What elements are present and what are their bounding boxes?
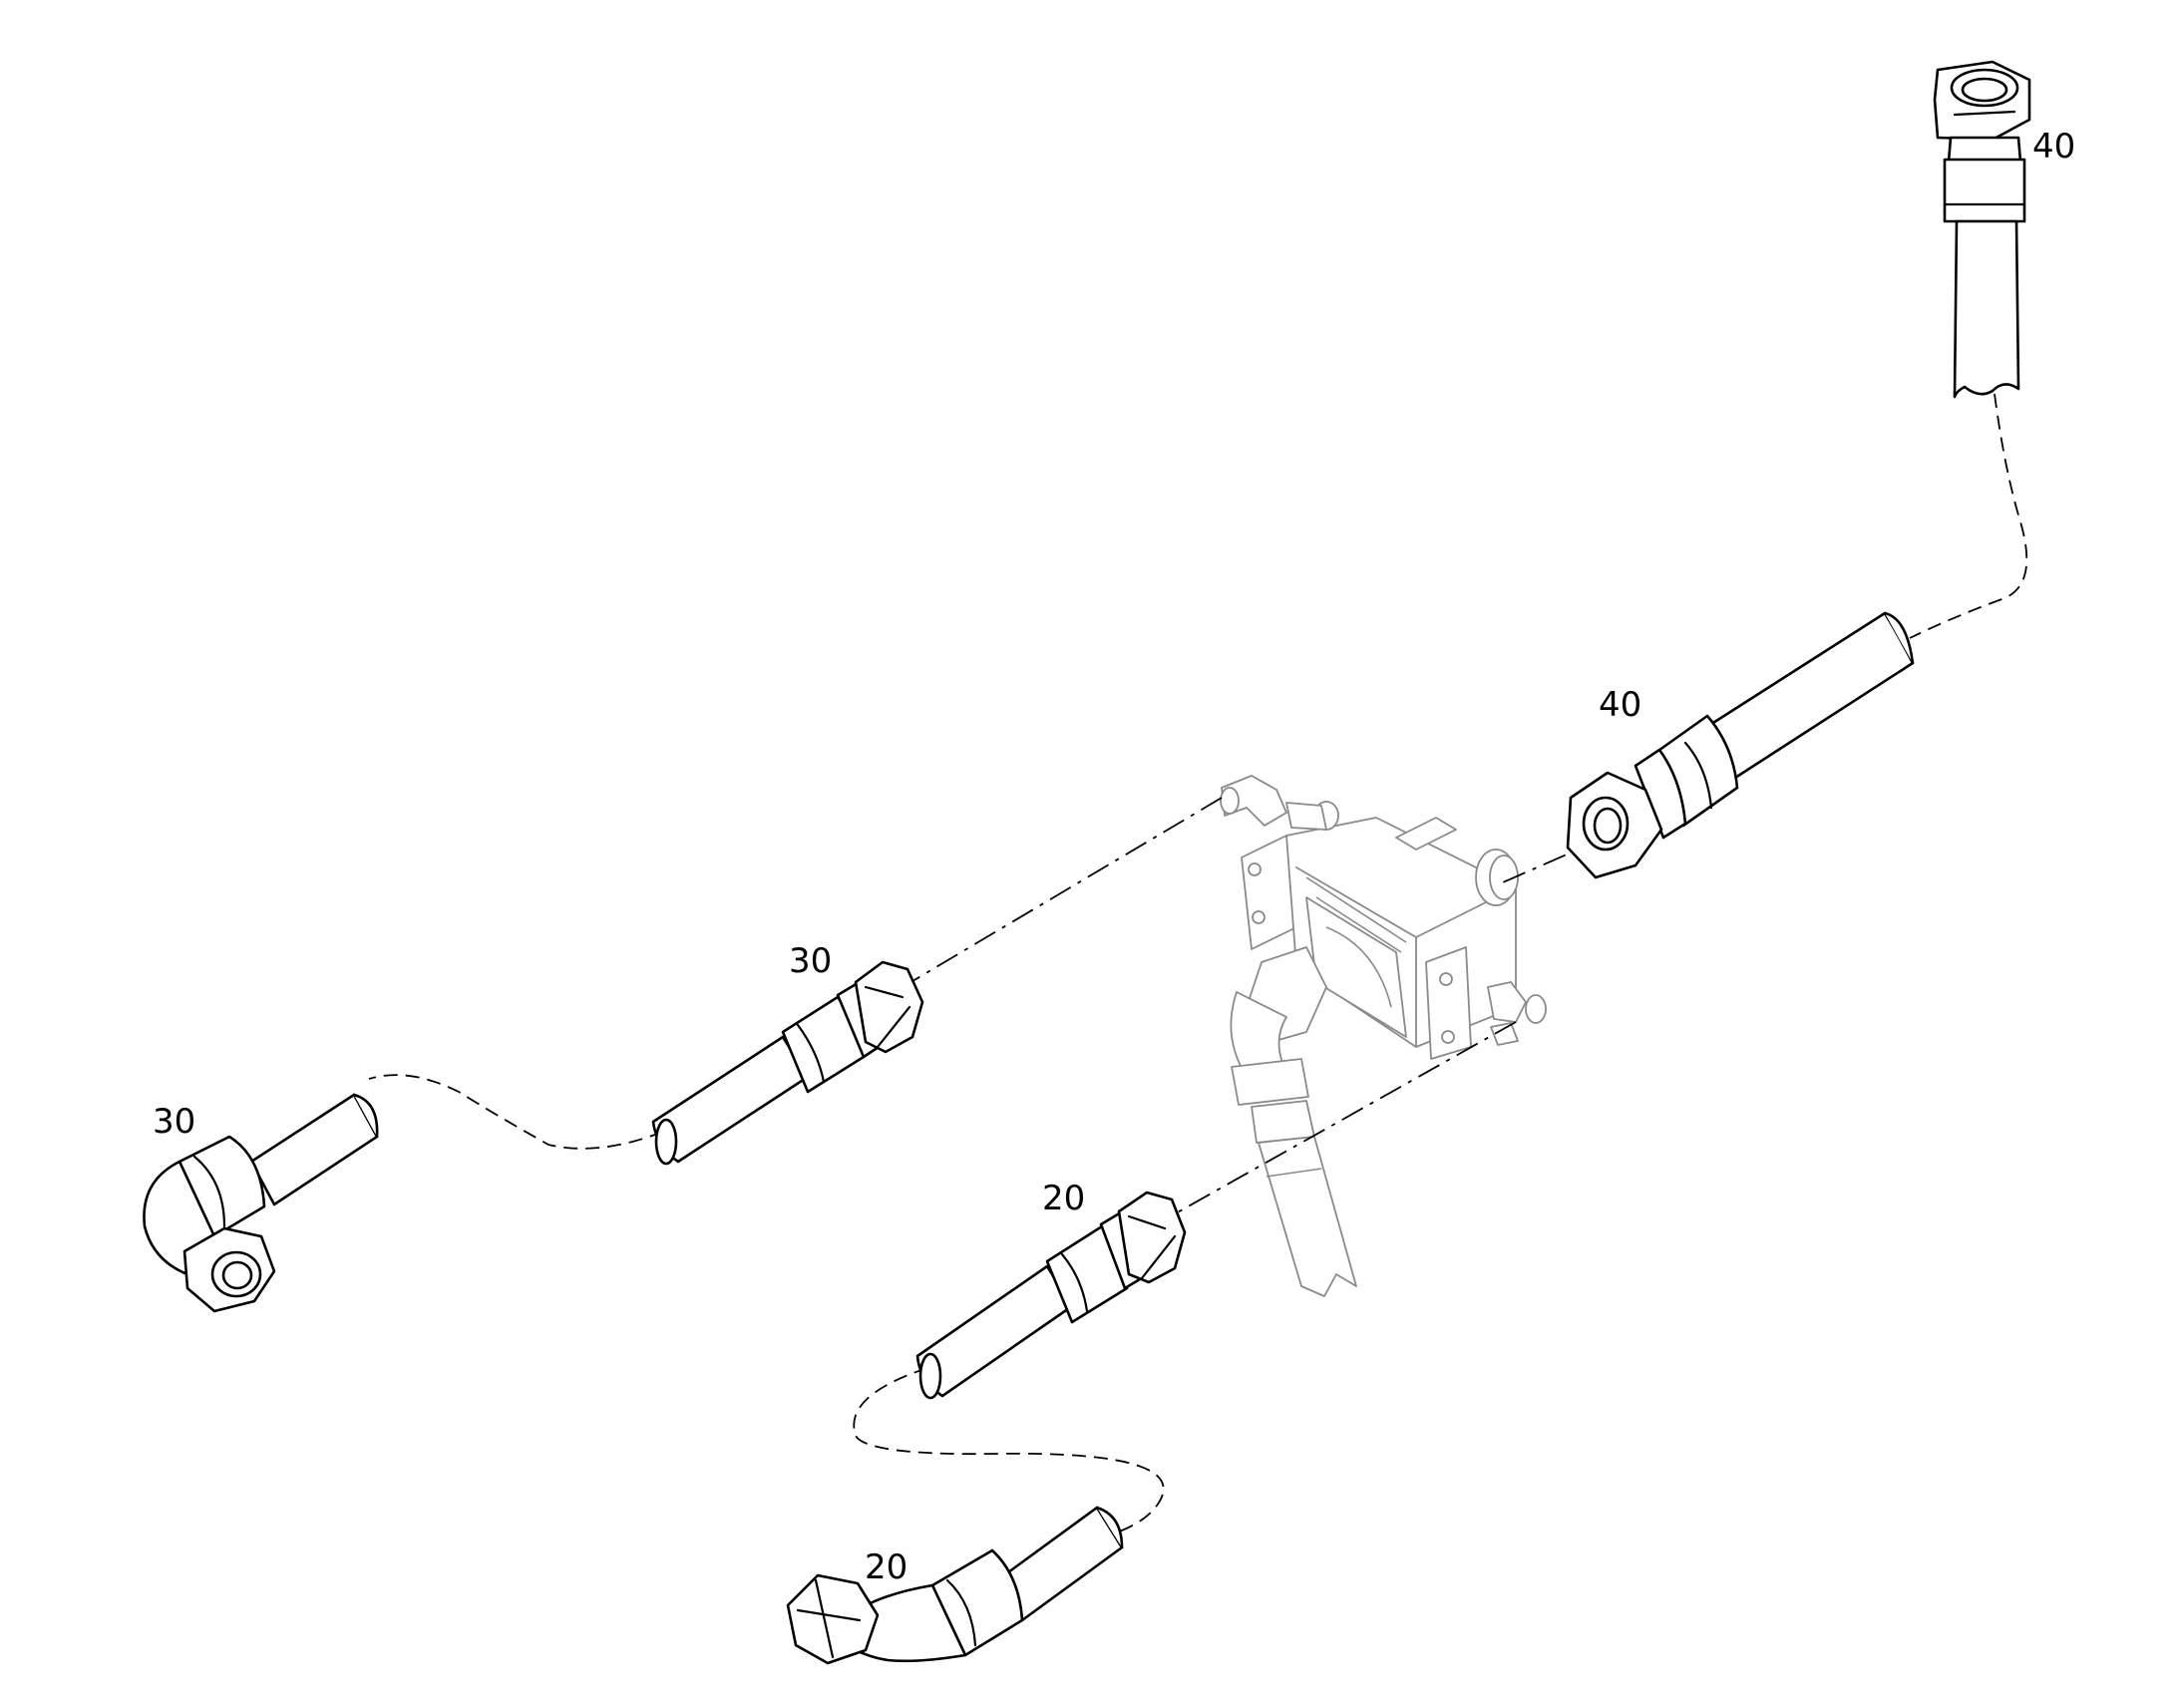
callout-hose-20-upper: 20 — [1042, 1179, 1085, 1218]
hose-30-elbow — [143, 1093, 379, 1313]
callout-hose-40-mid: 40 — [1599, 685, 1641, 725]
hose-40-diagonal — [1566, 611, 1915, 879]
callout-hose-30-upper: 30 — [789, 941, 832, 981]
valve-block — [1220, 775, 1547, 1297]
callout-hose-20-lower: 20 — [865, 1547, 908, 1587]
routing-lines — [368, 393, 2028, 1537]
callout-hose-40-top: 40 — [2032, 127, 2075, 167]
hose-20-elbow — [786, 1506, 1124, 1665]
hose-20-straight — [915, 1191, 1187, 1400]
callout-hose-30-lower: 30 — [153, 1102, 195, 1142]
hose-40-vertical — [1933, 60, 2031, 399]
hose-30-straight — [651, 960, 924, 1166]
